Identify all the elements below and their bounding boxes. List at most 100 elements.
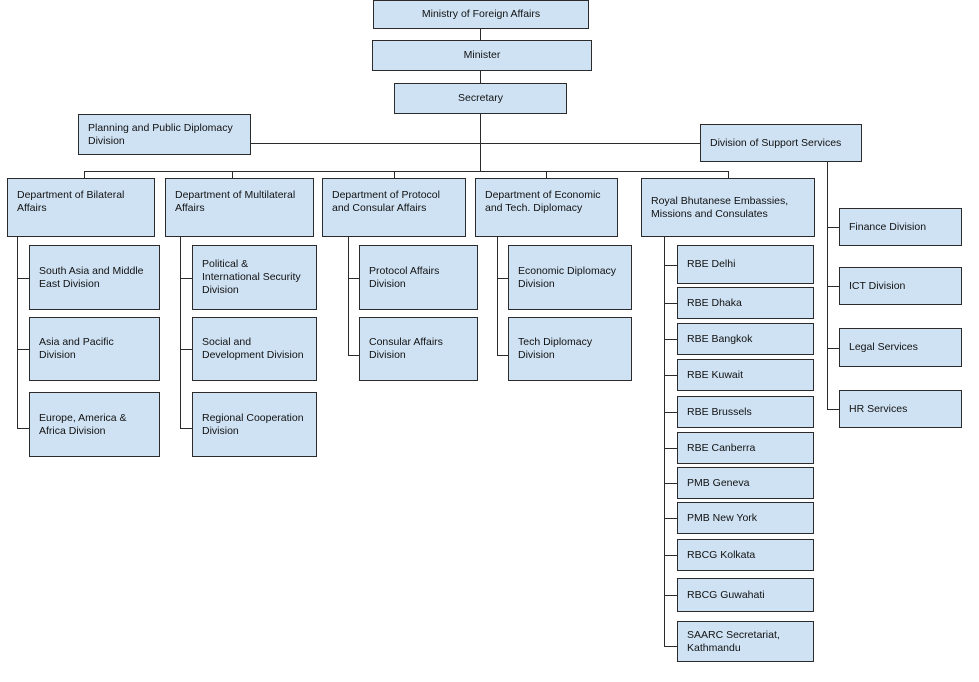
department-box: Department of Protocol and Consular Affa… bbox=[322, 178, 466, 237]
division-box: Political & International Security Divis… bbox=[192, 245, 317, 310]
mission-box: RBE Brussels bbox=[677, 396, 814, 428]
connector-line bbox=[348, 355, 359, 356]
division-box: Economic Diplomacy Division bbox=[508, 245, 632, 310]
mission-label: RBCG Kolkata bbox=[687, 548, 756, 561]
mission-box: SAARC Secretariat, Kathmandu bbox=[677, 621, 814, 662]
mission-label: RBE Brussels bbox=[687, 405, 752, 418]
mission-label: RBE Delhi bbox=[687, 258, 736, 270]
support-unit-box: Legal Services bbox=[839, 328, 962, 367]
connector-line bbox=[664, 595, 677, 596]
connector-line bbox=[546, 171, 547, 178]
ministry-label: Ministry of Foreign Affairs bbox=[421, 8, 541, 20]
connector-line bbox=[664, 483, 677, 484]
connector-line bbox=[180, 278, 192, 279]
division-label: Social and Development Division bbox=[202, 336, 304, 361]
connector-line bbox=[84, 171, 85, 178]
mission-label: PMB New York bbox=[687, 511, 758, 524]
support-services-box: Division of Support Services bbox=[700, 124, 862, 162]
connector-line bbox=[664, 303, 677, 304]
connector-line bbox=[827, 286, 839, 287]
ministry-box: Ministry of Foreign Affairs bbox=[373, 0, 589, 29]
support-unit-box: ICT Division bbox=[839, 267, 962, 305]
mission-box: RBCG Guwahati bbox=[677, 578, 814, 612]
connector-line bbox=[480, 28, 481, 40]
division-label: Tech Diplomacy Division bbox=[518, 336, 593, 361]
secretary-label: Secretary bbox=[458, 92, 503, 104]
division-label: Political & International Security Divis… bbox=[202, 258, 301, 296]
division-label: Consular Affairs Division bbox=[369, 336, 443, 361]
department-label: Royal Bhutanese Embassies, Missions and … bbox=[651, 194, 789, 220]
mission-label: SAARC Secretariat, Kathmandu bbox=[687, 628, 780, 654]
connector-line bbox=[664, 518, 677, 519]
connector-line bbox=[497, 237, 498, 356]
mission-box: RBE Delhi bbox=[677, 245, 814, 284]
connector-line bbox=[664, 375, 677, 376]
connector-line bbox=[664, 339, 677, 340]
connector-line bbox=[232, 171, 233, 178]
support-unit-label: Legal Services bbox=[849, 341, 918, 353]
division-box: Social and Development Division bbox=[192, 317, 317, 381]
support-unit-label: Finance Division bbox=[849, 220, 927, 233]
support-unit-label: HR Services bbox=[849, 402, 908, 415]
department-label: Department of Economic and Tech. Diploma… bbox=[485, 189, 601, 214]
connector-line bbox=[480, 71, 481, 83]
connector-line bbox=[348, 237, 349, 356]
department-box: Department of Bilateral Affairs bbox=[7, 178, 155, 237]
mission-box: RBCG Kolkata bbox=[677, 539, 814, 571]
connector-line bbox=[664, 265, 677, 266]
connector-line bbox=[394, 171, 395, 178]
connector-line bbox=[17, 428, 29, 429]
department-label: Department of Multilateral Affairs bbox=[175, 189, 296, 214]
connector-line bbox=[17, 237, 18, 429]
connector-line bbox=[664, 646, 677, 647]
support-services-label: Division of Support Services bbox=[710, 136, 842, 149]
secretary-box: Secretary bbox=[394, 83, 567, 114]
department-label: Department of Protocol and Consular Affa… bbox=[332, 189, 440, 214]
division-box: Europe, America & Africa Division bbox=[29, 392, 160, 457]
division-label: Regional Cooperation Division bbox=[202, 411, 304, 437]
division-box: Regional Cooperation Division bbox=[192, 392, 317, 457]
mission-box: PMB New York bbox=[677, 502, 814, 534]
division-label: Asia and Pacific Division bbox=[39, 336, 114, 361]
mission-box: RBE Kuwait bbox=[677, 359, 814, 391]
connector-line bbox=[180, 428, 192, 429]
connector-line bbox=[480, 114, 481, 171]
planning-division-label: Planning and Public Diplomacy Division bbox=[88, 121, 233, 147]
division-label: Protocol Affairs Division bbox=[369, 264, 440, 290]
mission-box: RBE Dhaka bbox=[677, 287, 814, 319]
connector-line bbox=[251, 143, 700, 144]
mission-box: RBE Bangkok bbox=[677, 323, 814, 355]
mission-label: RBE Canberra bbox=[687, 441, 756, 454]
connector-line bbox=[180, 349, 192, 350]
division-box: Asia and Pacific Division bbox=[29, 317, 160, 381]
mission-label: RBE Kuwait bbox=[687, 368, 744, 381]
division-box: Consular Affairs Division bbox=[359, 317, 478, 381]
connector-line bbox=[827, 348, 839, 349]
connector-line bbox=[728, 171, 729, 178]
support-unit-box: HR Services bbox=[839, 390, 962, 428]
connector-line bbox=[827, 227, 839, 228]
connector-line bbox=[664, 237, 665, 647]
connector-line bbox=[17, 349, 29, 350]
mission-label: PMB Geneva bbox=[687, 476, 750, 489]
minister-label: Minister bbox=[463, 49, 501, 61]
division-label: Economic Diplomacy Division bbox=[518, 264, 617, 290]
connector-line bbox=[827, 409, 839, 410]
connector-line bbox=[180, 237, 181, 429]
division-box: Protocol Affairs Division bbox=[359, 245, 478, 310]
department-box: Department of Multilateral Affairs bbox=[165, 178, 314, 237]
department-box: Department of Economic and Tech. Diploma… bbox=[475, 178, 618, 237]
mission-box: RBE Canberra bbox=[677, 432, 814, 464]
connector-line bbox=[348, 278, 359, 279]
division-box: Tech Diplomacy Division bbox=[508, 317, 632, 381]
mission-box: PMB Geneva bbox=[677, 467, 814, 499]
connector-line bbox=[84, 171, 729, 172]
department-label: Department of Bilateral Affairs bbox=[17, 189, 125, 214]
planning-division-box: Planning and Public Diplomacy Division bbox=[78, 114, 251, 155]
mission-label: RBE Bangkok bbox=[687, 332, 753, 345]
connector-line bbox=[17, 278, 29, 279]
connector-line bbox=[497, 355, 508, 356]
connector-line bbox=[664, 448, 677, 449]
support-unit-label: ICT Division bbox=[849, 279, 906, 292]
